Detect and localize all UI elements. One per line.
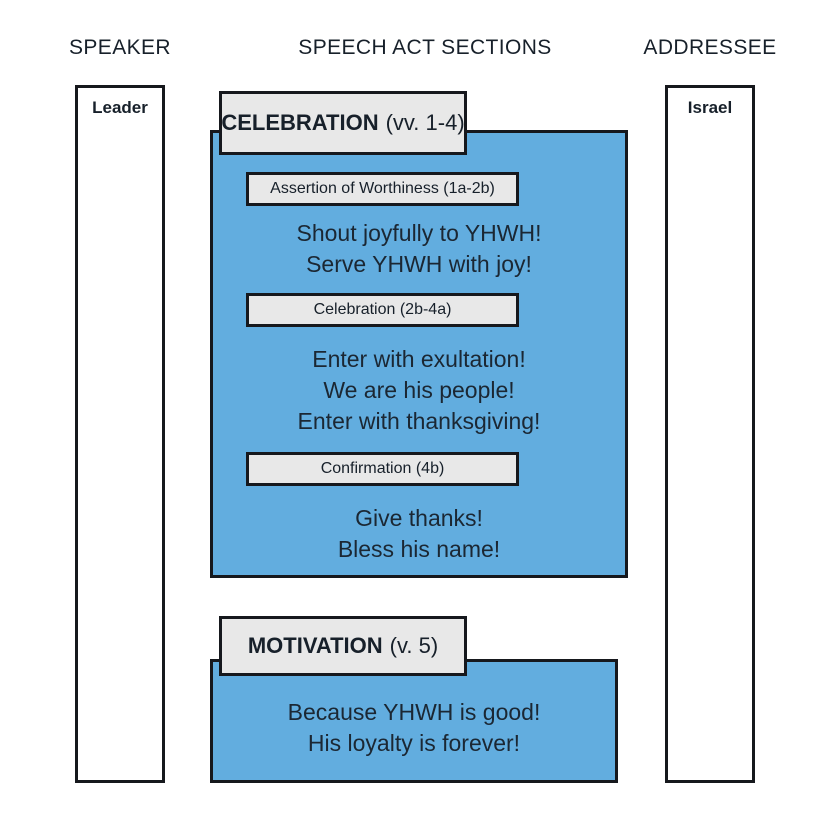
section-title-motivation: MOTIVATION xyxy=(247,633,383,658)
section-reference-motivation: (v. 5) xyxy=(389,633,439,658)
addressee-column: Israel xyxy=(665,85,755,783)
section-tab-motivation: MOTIVATION (v. 5) xyxy=(219,616,467,676)
addressee-label: Israel xyxy=(687,98,733,117)
speaker-label: Leader xyxy=(92,98,148,117)
subsection-text-motivation: Because YHWH is good! His loyalty is for… xyxy=(214,697,614,759)
text-line: Give thanks! xyxy=(355,505,483,531)
column-heading-speaker: SPEAKER xyxy=(68,36,171,59)
text-line: Enter with exultation! xyxy=(312,346,526,372)
text-line: Bless his name! xyxy=(337,536,501,562)
text-line: Enter with thanksgiving! xyxy=(297,408,541,434)
column-heading-speech-act-sections: SPEECH ACT SECTIONS xyxy=(298,36,552,59)
text-line: His loyalty is forever! xyxy=(307,730,521,756)
subsection-text-confirmation: Give thanks! Bless his name! xyxy=(216,503,622,565)
text-line: Because YHWH is good! xyxy=(287,699,541,725)
text-line: We are his people! xyxy=(323,377,515,403)
section-tab-celebration: CELEBRATION (vv. 1-4) xyxy=(219,91,467,155)
section-panel-motivation xyxy=(210,659,618,783)
text-line: Shout joyfully to YHWH! xyxy=(296,220,542,246)
column-heading-addressee: ADDRESSEE xyxy=(643,36,777,59)
section-reference-celebration: (vv. 1-4) xyxy=(385,110,465,135)
speaker-column: Leader xyxy=(75,85,165,783)
section-title-celebration: CELEBRATION xyxy=(221,110,379,135)
subsection-label-assertion-of-worthiness: Assertion of Worthiness (1a-2b) xyxy=(246,172,519,206)
subsection-label-confirmation: Confirmation (4b) xyxy=(246,452,519,486)
subsection-text-celebration: Enter with exultation! We are his people… xyxy=(216,344,622,437)
subsection-label-celebration: Celebration (2b-4a) xyxy=(246,293,519,327)
text-line: Serve YHWH with joy! xyxy=(306,251,532,277)
subsection-text-assertion-of-worthiness: Shout joyfully to YHWH! Serve YHWH with … xyxy=(216,218,622,280)
